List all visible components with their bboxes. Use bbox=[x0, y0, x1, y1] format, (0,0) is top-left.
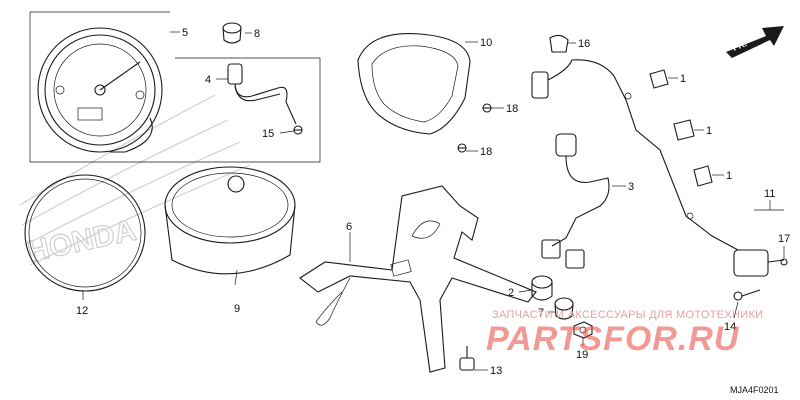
callout-13: 13 bbox=[490, 365, 502, 377]
sub-harness-3 bbox=[541, 133, 610, 269]
callout-8: 8 bbox=[254, 28, 260, 40]
front-direction-arrow: FR. bbox=[726, 26, 784, 58]
o-ring-17 bbox=[780, 258, 788, 266]
callout-15: 15 bbox=[262, 128, 274, 140]
callout-1-middle: 1 bbox=[706, 125, 712, 137]
meter-case bbox=[164, 166, 296, 275]
callout-9: 9 bbox=[234, 303, 240, 315]
callout-1-lower: 1 bbox=[726, 170, 732, 182]
screw-15 bbox=[293, 125, 303, 135]
meter-rear-cover bbox=[357, 32, 471, 135]
callout-18-lower: 18 bbox=[480, 146, 492, 158]
callout-10: 10 bbox=[480, 37, 492, 49]
cable-harness-upper bbox=[531, 59, 739, 251]
nut-19 bbox=[573, 321, 593, 339]
callout-19: 19 bbox=[576, 349, 588, 361]
rubber-mount-2 bbox=[531, 275, 553, 301]
callout-1-upper: 1 bbox=[680, 73, 686, 85]
callout-12: 11 bbox=[764, 188, 775, 200]
callout-18-upper: 18 bbox=[506, 103, 518, 115]
callout-14: 14 bbox=[724, 321, 736, 333]
leader-lines bbox=[82, 31, 785, 371]
callout-6: 6 bbox=[346, 221, 352, 233]
clip-1-middle bbox=[673, 119, 695, 141]
wire-clamp-16 bbox=[549, 34, 569, 53]
watermark: ЗАПЧАСТИ И АКСЕССУАРЫ ДЛЯ МОТОТЕХНИКИ PA… bbox=[486, 309, 763, 358]
callout-3: 3 bbox=[628, 181, 634, 193]
callout-2: 2 bbox=[508, 287, 514, 299]
callout-11: 12 bbox=[76, 305, 88, 317]
screw-18-upper bbox=[482, 103, 492, 113]
collar-7 bbox=[554, 297, 574, 320]
clip-1-upper bbox=[649, 69, 669, 89]
clip-1-lower bbox=[693, 165, 713, 187]
diagram-code: MJA4F0201 bbox=[730, 385, 779, 395]
watermark-logo: PARTSFOR.RU bbox=[486, 320, 740, 358]
callout-5: 5 bbox=[182, 27, 188, 39]
honda-background-logo: HONDA bbox=[25, 214, 139, 269]
speedometer-meter bbox=[37, 27, 163, 153]
meter-seal-ring bbox=[24, 174, 146, 292]
watermark-tagline: ЗАПЧАСТИ И АКСЕССУАРЫ ДЛЯ МОТОТЕХНИКИ bbox=[492, 309, 763, 321]
bolt-14 bbox=[733, 289, 761, 301]
bulb-socket-harness bbox=[227, 63, 297, 125]
callout-17: 17 bbox=[778, 233, 790, 245]
callout-7: 7 bbox=[538, 307, 544, 319]
callout-4: 4 bbox=[205, 74, 211, 86]
meter-stay-bracket bbox=[299, 185, 537, 373]
rubber-grommet bbox=[222, 22, 242, 44]
sensor-assembly-12 bbox=[733, 209, 785, 277]
bolt-13 bbox=[459, 346, 475, 371]
callout-labels: 5 8 4 15 10 18 18 16 1 1 1 3 11 17 14 2 … bbox=[76, 27, 790, 377]
callout-16: 16 bbox=[578, 38, 590, 50]
meter-assembly-bracket-box bbox=[29, 11, 321, 163]
screw-18-lower bbox=[457, 143, 467, 153]
